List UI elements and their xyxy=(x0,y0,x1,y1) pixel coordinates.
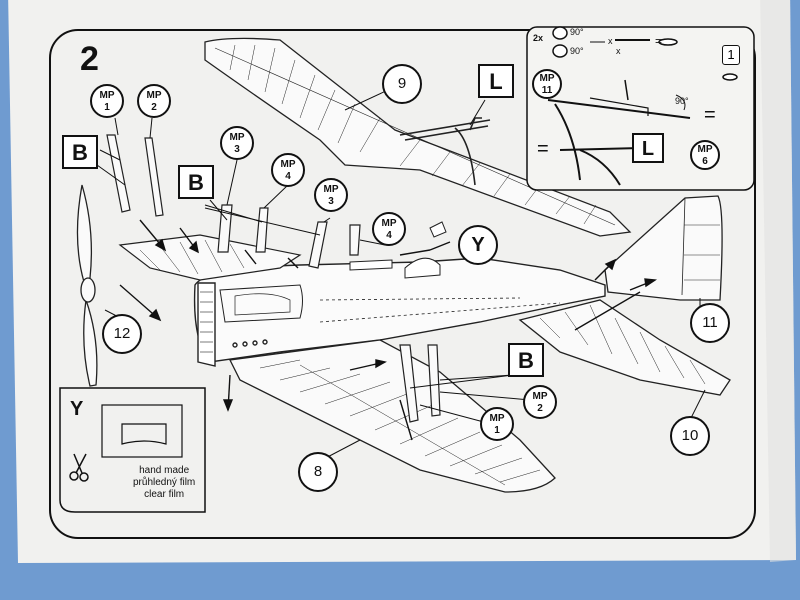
letter-b-box-struts: B xyxy=(178,165,214,199)
inset-mark-2: x xyxy=(616,46,621,56)
scissors-icon xyxy=(69,453,89,482)
lower-wing-root-drawing xyxy=(118,234,302,281)
inset-equals-top: = xyxy=(655,34,663,48)
step-number: 2 xyxy=(80,40,99,78)
letter-b-box-lower: B xyxy=(508,343,544,377)
film-box-letter: Y xyxy=(70,398,84,420)
tail-fin-drawing xyxy=(604,195,723,301)
callout-part-8: 8 xyxy=(298,452,338,492)
letter-l-box-inset: L xyxy=(632,133,664,163)
film-note-line-2: průhledný film xyxy=(133,477,196,488)
inset-angle-mid: 90° xyxy=(675,96,689,106)
fuselage-drawing xyxy=(193,257,606,367)
inset-quantity: 2x xyxy=(533,33,544,43)
machine-gun-drawing xyxy=(399,117,491,186)
callout-part-12: 12 xyxy=(102,314,142,354)
letter-y-circle: Y xyxy=(458,225,498,265)
callout-part-10: 10 xyxy=(670,416,710,456)
upper-wing-drawing xyxy=(204,37,632,237)
inset-angle-top: 90° xyxy=(570,27,584,37)
film-box xyxy=(59,387,206,513)
inset-tag: 1 xyxy=(722,45,740,65)
lower-wing-right-drawing xyxy=(518,299,731,396)
film-note: hand made průhledný film clear film xyxy=(133,465,195,501)
film-note-line-1: hand made xyxy=(139,465,190,476)
film-note-line-3: clear film xyxy=(144,489,185,500)
detail-inset xyxy=(526,26,755,191)
assembly-arrows xyxy=(119,219,658,441)
callout-part-11: 11 xyxy=(690,303,730,343)
letter-l-box-main: L xyxy=(478,64,514,98)
page-frame xyxy=(49,29,756,539)
callout-part-9: 9 xyxy=(382,64,422,104)
propeller-drawing xyxy=(76,184,98,387)
lower-wing-left-drawing xyxy=(229,339,556,493)
inset-equals-left: = xyxy=(537,138,549,160)
letter-b-box-propeller: B xyxy=(62,135,98,169)
inset-mark: x xyxy=(608,36,613,46)
inset-angle-bottom: 90° xyxy=(570,46,584,56)
inset-equals-right: = xyxy=(704,104,716,126)
strut-parts xyxy=(106,134,441,423)
